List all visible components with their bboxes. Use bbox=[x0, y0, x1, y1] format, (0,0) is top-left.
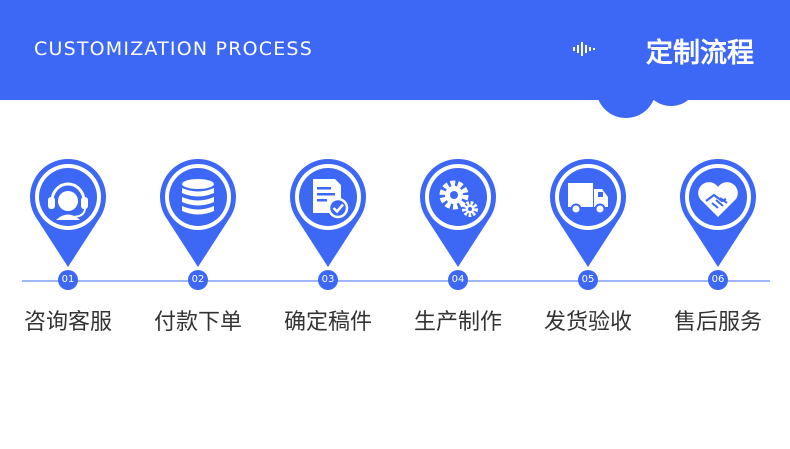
step-number: 04 bbox=[448, 270, 468, 290]
chinese-title: 定制流程 bbox=[646, 38, 754, 69]
step-label: 咨询客服 bbox=[23, 310, 112, 335]
gears-icon bbox=[439, 180, 478, 217]
cloud-decoration bbox=[596, 78, 699, 118]
timeline-line bbox=[22, 280, 770, 282]
step-label: 售后服务 bbox=[673, 310, 762, 335]
header-banner: CUSTOMIZATION PROCESS 定制流程 bbox=[0, 0, 790, 118]
document-check-icon bbox=[313, 179, 349, 219]
step-number: 02 bbox=[188, 270, 208, 290]
step-number: 06 bbox=[708, 270, 728, 290]
sound-wave-icon bbox=[573, 42, 595, 56]
map-pin-marker bbox=[160, 159, 236, 267]
map-pin-marker bbox=[680, 159, 756, 267]
map-pin-marker bbox=[290, 159, 366, 267]
step-label: 付款下单 bbox=[153, 310, 242, 335]
english-title: CUSTOMIZATION PROCESS bbox=[34, 38, 313, 60]
step-number: 01 bbox=[58, 270, 78, 290]
headset-agent-icon bbox=[48, 182, 88, 220]
step-number: 05 bbox=[578, 270, 598, 290]
map-pin-marker bbox=[29, 159, 107, 267]
map-pin-marker bbox=[550, 159, 626, 267]
delivery-truck-icon bbox=[568, 183, 608, 215]
handshake-heart-icon bbox=[698, 182, 738, 217]
map-pin-marker bbox=[420, 159, 496, 267]
step-label: 确定稿件 bbox=[283, 310, 372, 335]
coin-stack-icon bbox=[182, 179, 214, 215]
step-label: 发货验收 bbox=[543, 310, 632, 335]
step-label: 生产制作 bbox=[413, 310, 502, 335]
step-number: 03 bbox=[318, 270, 338, 290]
